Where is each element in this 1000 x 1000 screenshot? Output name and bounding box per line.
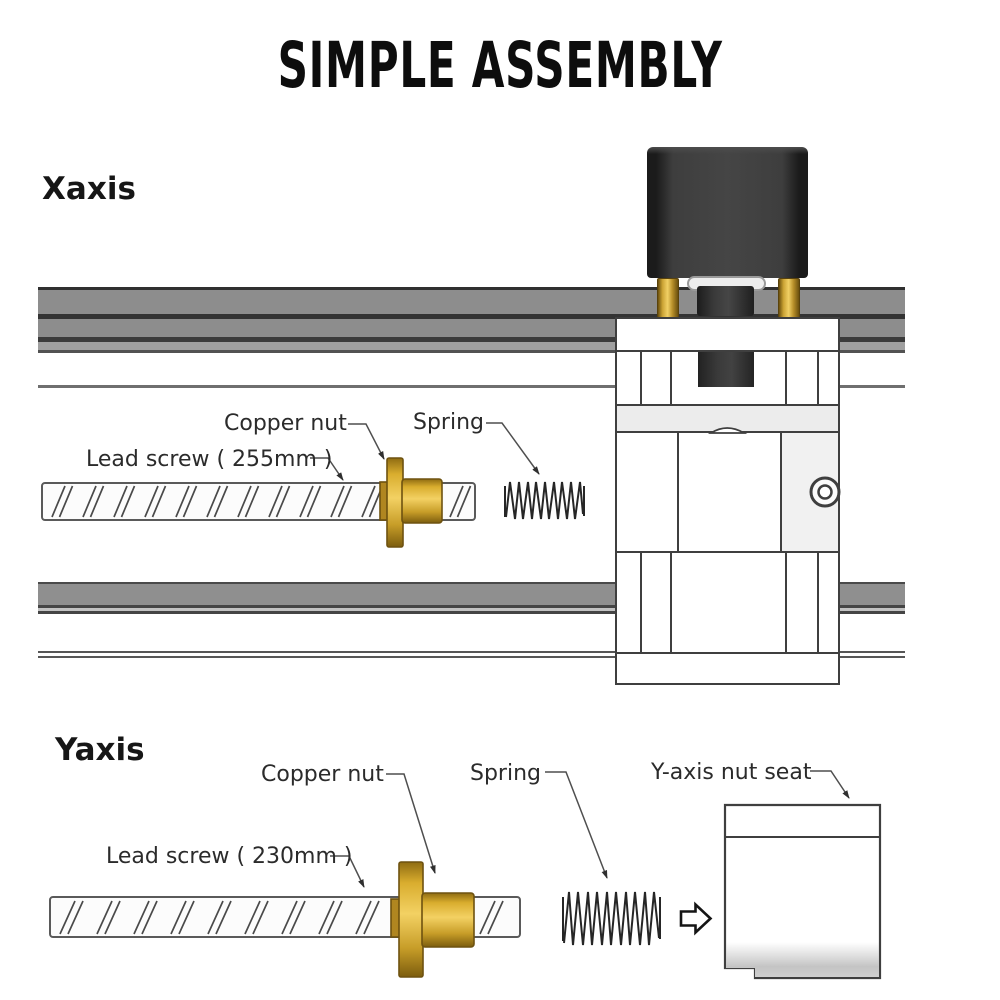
x-lead-screw-label: Lead screw ( 255mm ): [86, 447, 333, 472]
carriage-top-plate: [615, 317, 840, 352]
y-spring-label: Spring: [470, 761, 541, 786]
y-lead-screw-label: Lead screw ( 230mm ): [106, 844, 353, 869]
x-copper-nut: [379, 457, 443, 548]
carriage-bottom-plate: [615, 652, 840, 685]
motor-shaft-coupler: [697, 286, 754, 316]
x-rail-upper-guide-line: [38, 385, 905, 388]
stepper-motor: [647, 147, 808, 278]
x-copper-nut-leader: [348, 423, 385, 460]
x-spring-drawing: [504, 481, 585, 520]
y-nut-seat-drawing: [723, 803, 882, 980]
y-axis-section-label: Yaxis: [55, 732, 145, 768]
y-copper-nut: [390, 861, 475, 978]
x-spring-label: Spring: [413, 410, 484, 435]
motor-standoff-right: [778, 278, 800, 319]
carriage-body: [615, 431, 840, 553]
x-spring-leader: [486, 422, 540, 475]
y-nut-seat-leader: [810, 770, 850, 799]
x-copper-nut-label: Copper nut: [224, 411, 347, 436]
x-rail-lower-guide-line: [38, 651, 905, 658]
motor-standoff-left: [657, 278, 679, 319]
carriage-lower-row: [615, 551, 840, 654]
page-title: SIMPLE ASSEMBLY: [277, 29, 723, 102]
x-lead-screw: [41, 482, 476, 521]
y-spring-leader: [545, 771, 608, 879]
x-axis-section-label: Xaxis: [42, 171, 136, 207]
y-nut-seat-label: Y-axis nut seat: [651, 760, 812, 785]
y-spring-drawing: [562, 891, 661, 946]
y-copper-nut-label: Copper nut: [261, 762, 384, 787]
motor-shaft-lower: [698, 352, 754, 387]
y-lead-screw: [49, 896, 521, 938]
carriage-mid-band: [615, 404, 840, 433]
y-copper-nut-leader: [386, 773, 436, 874]
transfer-arrow-icon: [679, 901, 713, 936]
